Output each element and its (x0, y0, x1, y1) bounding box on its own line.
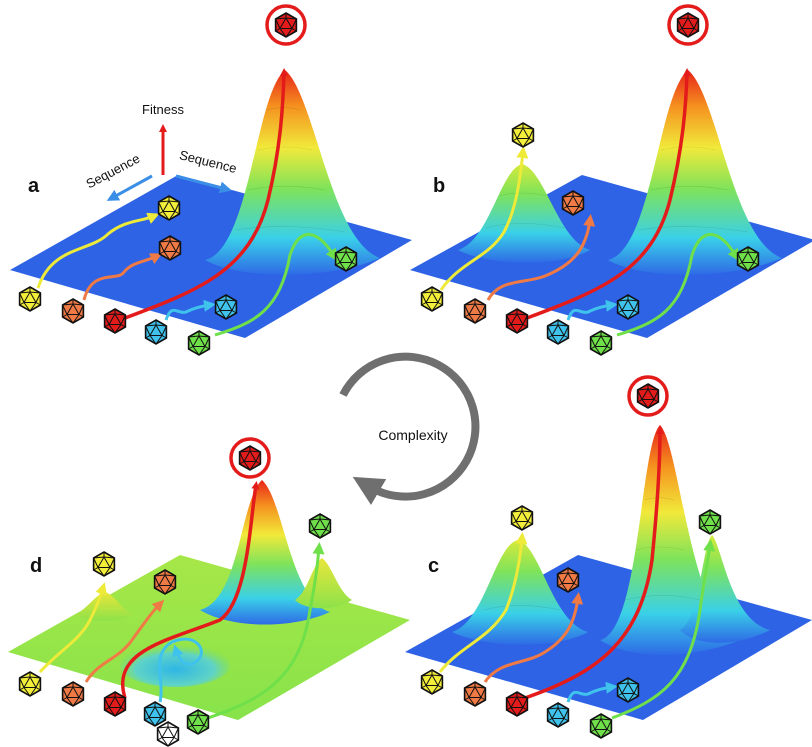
icosahedron-icon (20, 672, 41, 696)
icosahedron-icon (591, 714, 612, 738)
icosahedron-icon (63, 299, 84, 323)
target-circle-icon (267, 6, 305, 44)
icosahedron-icon (465, 299, 486, 323)
icosahedron-icon (310, 514, 331, 538)
icosahedron-icon (618, 678, 639, 702)
cycle-label: Complexity (378, 427, 447, 443)
panel-label-a: a (28, 175, 40, 197)
icosahedron-icon (548, 320, 569, 344)
target-circle-icon (669, 6, 707, 44)
icosahedron-icon (563, 191, 584, 215)
icosahedron-icon (160, 236, 181, 260)
icosahedron-icon (146, 320, 167, 344)
icosahedron-icon (507, 692, 528, 716)
panel-d: d (8, 439, 410, 746)
icosahedron-icon (63, 682, 84, 706)
panel-label-d: d (30, 555, 42, 577)
icosahedron-icon (216, 295, 237, 319)
icosahedron-icon (189, 331, 210, 355)
icosahedron-icon (465, 682, 486, 706)
icosahedron-icon (159, 196, 180, 220)
panel-b: b (410, 6, 812, 355)
icosahedron-icon (94, 552, 115, 576)
fitness-pit (120, 643, 230, 687)
panel-label-c: c (428, 555, 439, 577)
icosahedron-icon (155, 570, 176, 594)
side-peak (295, 558, 352, 608)
icosahedron-icon (507, 309, 528, 333)
icosahedron-icon (512, 506, 533, 530)
panel-c: c (405, 377, 812, 738)
icosahedron-icon (158, 722, 179, 746)
icosahedron-icon (738, 247, 759, 271)
icosahedron-icon (145, 702, 166, 726)
icosahedron-icon (513, 123, 534, 147)
complexity-cycle: Complexity (343, 357, 475, 497)
icosahedron-icon (618, 295, 639, 319)
fitness-peak (608, 70, 782, 275)
icosahedron-icon (591, 331, 612, 355)
icosahedron-icon (20, 287, 41, 311)
icosahedron-icon (422, 287, 443, 311)
icosahedron-icon (188, 710, 209, 734)
icosahedron-icon (558, 568, 579, 592)
target-circle-icon (231, 439, 269, 477)
panel-label-b: b (433, 175, 445, 197)
icosahedron-icon (548, 703, 569, 727)
target-circle-icon (629, 377, 667, 415)
icosahedron-icon (105, 309, 126, 333)
icosahedron-icon (336, 247, 357, 271)
icosahedron-icon (700, 510, 721, 534)
icosahedron-icon (105, 692, 126, 716)
icosahedron-icon (422, 670, 443, 694)
sequence-right-label: Sequence (178, 147, 238, 176)
fitness-axis-label: Fitness (142, 102, 184, 117)
panel-a: Fitness Sequence Sequence a (10, 6, 412, 355)
